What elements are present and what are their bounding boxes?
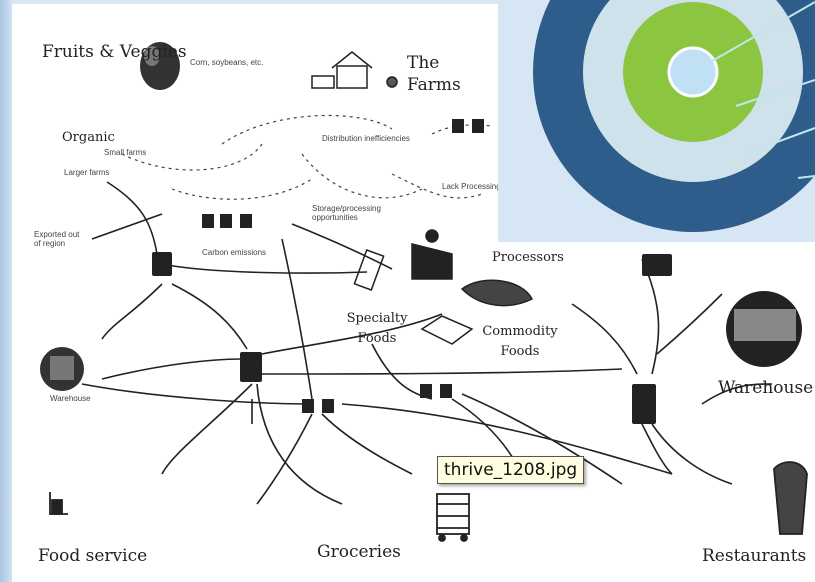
warehouse-small-note: Warehouse (50, 394, 91, 403)
exported-note: Exported out of region (34, 230, 80, 248)
lack-processing-note: Lack Processing (442, 182, 501, 191)
warehouse-label: Warehouse (718, 378, 814, 398)
ring-slide-panel[interactable] (498, 0, 815, 242)
small-farms-note: Small farms (104, 148, 147, 157)
window-edge (0, 0, 12, 582)
processor-drawings (353, 229, 534, 345)
processors-label: Processors (492, 250, 564, 265)
commodity-foods-label: Commodity Foods (482, 324, 558, 359)
filename-tooltip: thrive_1208.jpg (437, 456, 585, 484)
fruits-veggies-label: Fruits & Veggies (42, 42, 187, 62)
the-farms-label: The Farms (407, 53, 461, 95)
carbon-emissions-note: Carbon emissions (202, 248, 267, 257)
groceries-label: Groceries (317, 542, 401, 562)
ring-pointer-lines (692, 1, 815, 179)
restaurants-label: Restaurants (702, 546, 807, 566)
organic-label: Organic (62, 130, 115, 145)
larger-farms-note: Larger farms (64, 168, 110, 177)
truck-icons (152, 119, 672, 424)
corn-soybeans-note: Corn, soybeans, etc. (190, 58, 264, 67)
concentric-rings-graphic (533, 0, 815, 232)
specialty-foods-label: Specialty Foods (346, 311, 408, 346)
veggies-drawing (140, 42, 180, 90)
farm-drawing (311, 51, 398, 89)
bottom-drawings (49, 461, 808, 542)
storage-opportunities-note: Storage/processing opportunities (312, 204, 381, 222)
distribution-inefficiencies-note: Distribution inefficiencies (322, 134, 410, 143)
food-service-label: Food service (38, 546, 148, 566)
warehouse-drawings (40, 291, 802, 391)
